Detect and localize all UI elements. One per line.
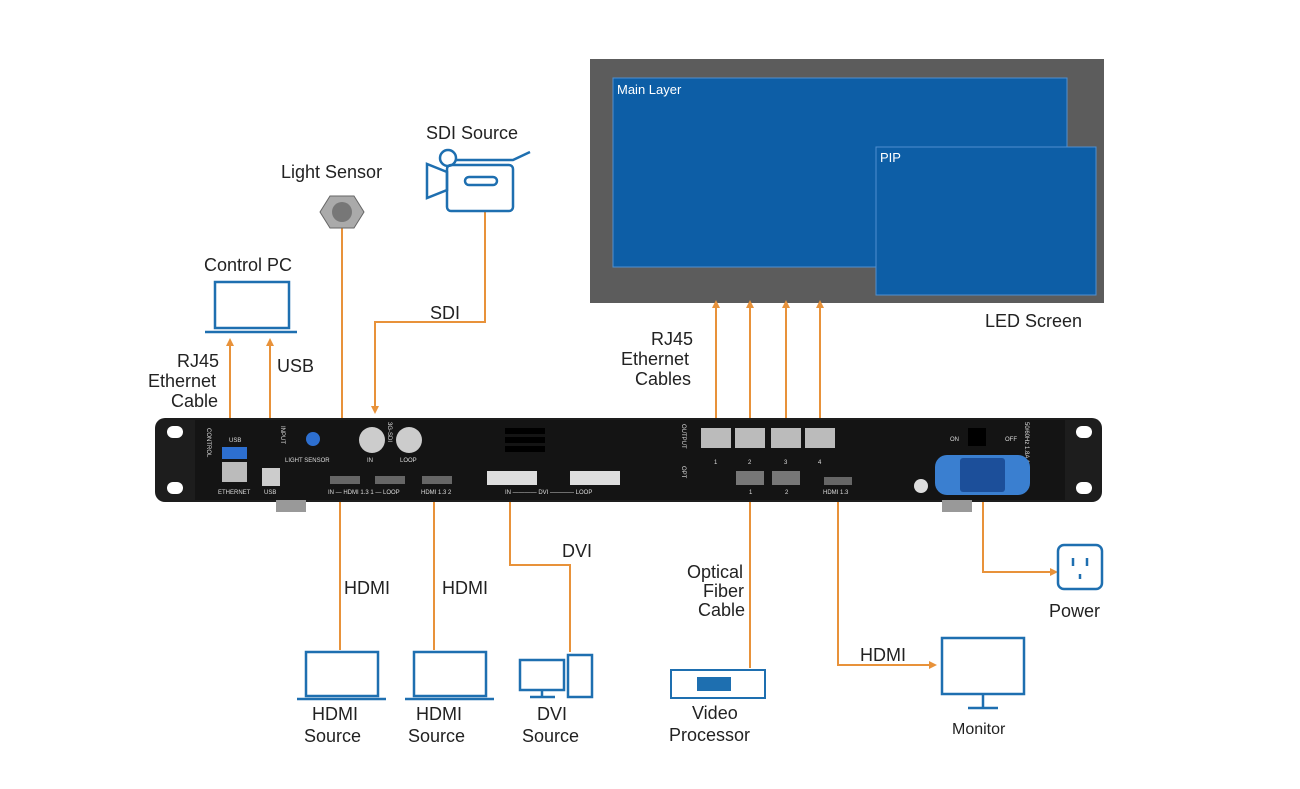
cable-label-line: Cable — [698, 600, 745, 620]
input-label: INPUT — [279, 426, 285, 444]
cable-label-line: Cable — [171, 391, 218, 411]
dvi-cable-label: DVI — [562, 541, 592, 561]
laptop-icon — [205, 280, 297, 334]
hdmi-source-2-label: Source — [408, 726, 465, 746]
sdi-in-port[interactable] — [359, 427, 385, 453]
usb-a-port[interactable] — [222, 447, 247, 459]
rj45-control-label: RJ45 Ethernet Cable — [148, 351, 219, 411]
usb-b-port[interactable] — [262, 468, 280, 486]
dvi-source-label: Source — [522, 726, 579, 746]
video-camera-icon — [425, 148, 531, 213]
usb-cable-label: USB — [277, 356, 314, 376]
desktop-pc-icon — [518, 653, 594, 699]
cable-label-line: Fiber — [703, 581, 744, 601]
hdmi-in-1-port[interactable] — [330, 476, 360, 484]
monitor-icon — [940, 636, 1026, 710]
hdmi-source-1-label: Source — [304, 726, 361, 746]
controller-device: CONTROL USB ETHERNET USB INPUT LIGHT SEN… — [155, 418, 1102, 512]
light-sensor-label: Light Sensor — [281, 162, 382, 182]
laptop-icon — [297, 650, 386, 701]
led-screen-label: LED Screen — [985, 311, 1082, 331]
hdmi-out-label: HDMI 1.3 — [823, 490, 849, 496]
hdmi-1-label: IN — HDMI 1.3 1 — LOOP — [328, 490, 400, 496]
hdmi-out-cable — [837, 492, 937, 669]
output-label: OUTPUT — [680, 424, 686, 449]
port-number: 3 — [784, 460, 788, 466]
sdi-loop-label: LOOP — [400, 458, 417, 464]
cable-label-line: Cables — [635, 369, 691, 389]
light-sensor-port-label: LIGHT SENSOR — [285, 458, 330, 464]
hdmi-source-2-label: HDMI — [416, 704, 462, 724]
video-processor-label: Video — [692, 703, 738, 723]
rj45-output-label: RJ45 Ethernet Cables — [621, 329, 693, 389]
sdi-loop-port[interactable] — [396, 427, 422, 453]
hdmi-out-port[interactable] — [824, 477, 852, 485]
opt-port-1[interactable] — [736, 471, 764, 485]
ethernet-port[interactable] — [222, 462, 247, 482]
main-layer-label: Main Layer — [617, 82, 682, 97]
port-number: 4 — [818, 460, 822, 466]
off-label: OFF — [1005, 437, 1017, 443]
control-pc-label: Control PC — [204, 255, 292, 275]
port-number: 2 — [748, 460, 752, 466]
pip-label: PIP — [880, 150, 901, 165]
opt-port-number: 2 — [785, 490, 789, 496]
dvi-in-port[interactable] — [487, 471, 537, 485]
output-port-3[interactable] — [771, 428, 801, 448]
port-number: 1 — [714, 460, 718, 466]
dvi-loop-port[interactable] — [570, 471, 620, 485]
sdi-cable — [371, 212, 486, 414]
power-switch[interactable] — [968, 428, 986, 446]
sdi-in-label: IN — [367, 458, 373, 464]
sdi-cable-label: SDI — [430, 303, 460, 323]
output-port-4[interactable] — [805, 428, 835, 448]
light-sensor-icon — [319, 195, 365, 229]
opt-label: OPT — [680, 466, 686, 479]
light-sensor-cable — [316, 228, 343, 442]
hdmi-out-cable-label: HDMI — [860, 645, 906, 665]
power-outlet-icon — [1056, 543, 1104, 591]
pip-layer — [875, 146, 1097, 296]
led-screen: Main Layer PIP LED Screen — [590, 59, 1104, 331]
hdmi-2-label: HDMI 1.3 2 — [421, 490, 452, 496]
dvi-source-label: DVI — [537, 704, 567, 724]
hdmi-loop-1-port[interactable] — [375, 476, 405, 484]
monitor-label: Monitor — [952, 721, 1006, 738]
dvi-cable — [506, 492, 571, 652]
cable-label-line: Ethernet — [148, 371, 216, 391]
opt-port-number: 1 — [749, 490, 753, 496]
video-processor-label: Processor — [669, 725, 750, 745]
control-label: CONTROL — [205, 428, 211, 458]
sdi-label: 3G-SDI — [386, 422, 392, 442]
output-port-2[interactable] — [735, 428, 765, 448]
hdmi-cable-2-label: HDMI — [442, 578, 488, 598]
cable-label-line: RJ45 — [651, 329, 693, 349]
cable-label-line: RJ45 — [177, 351, 219, 371]
sdi-source-label: SDI Source — [426, 123, 518, 143]
hdmi-in-2-port[interactable] — [422, 476, 452, 484]
dvi-label: IN ———— DVI ———— LOOP — [505, 490, 592, 496]
optical-cable-label: Optical Fiber Cable — [687, 562, 745, 620]
power-label: Power — [1049, 601, 1100, 621]
on-label: ON — [950, 437, 959, 443]
usb-b-label: USB — [264, 490, 276, 496]
opt-port-2[interactable] — [772, 471, 800, 485]
ground-screw — [914, 479, 928, 493]
power-rating: 50/60Hz 1.8A 100-240V~ — [1023, 422, 1029, 490]
hdmi-cable-1-label: HDMI — [344, 578, 390, 598]
usb-a-label: USB — [229, 438, 241, 444]
cable-label-line: Ethernet — [621, 349, 689, 369]
video-processor-icon — [670, 669, 766, 699]
cable-label-line: Optical — [687, 562, 743, 582]
ethernet-label: ETHERNET — [218, 490, 251, 496]
laptop-icon — [405, 650, 494, 701]
power-cable — [979, 490, 1058, 576]
output-port-1[interactable] — [701, 428, 731, 448]
hdmi-source-1-label: HDMI — [312, 704, 358, 724]
light-sensor-port[interactable] — [306, 432, 320, 446]
output-ports: 1 2 3 4 — [701, 428, 835, 466]
